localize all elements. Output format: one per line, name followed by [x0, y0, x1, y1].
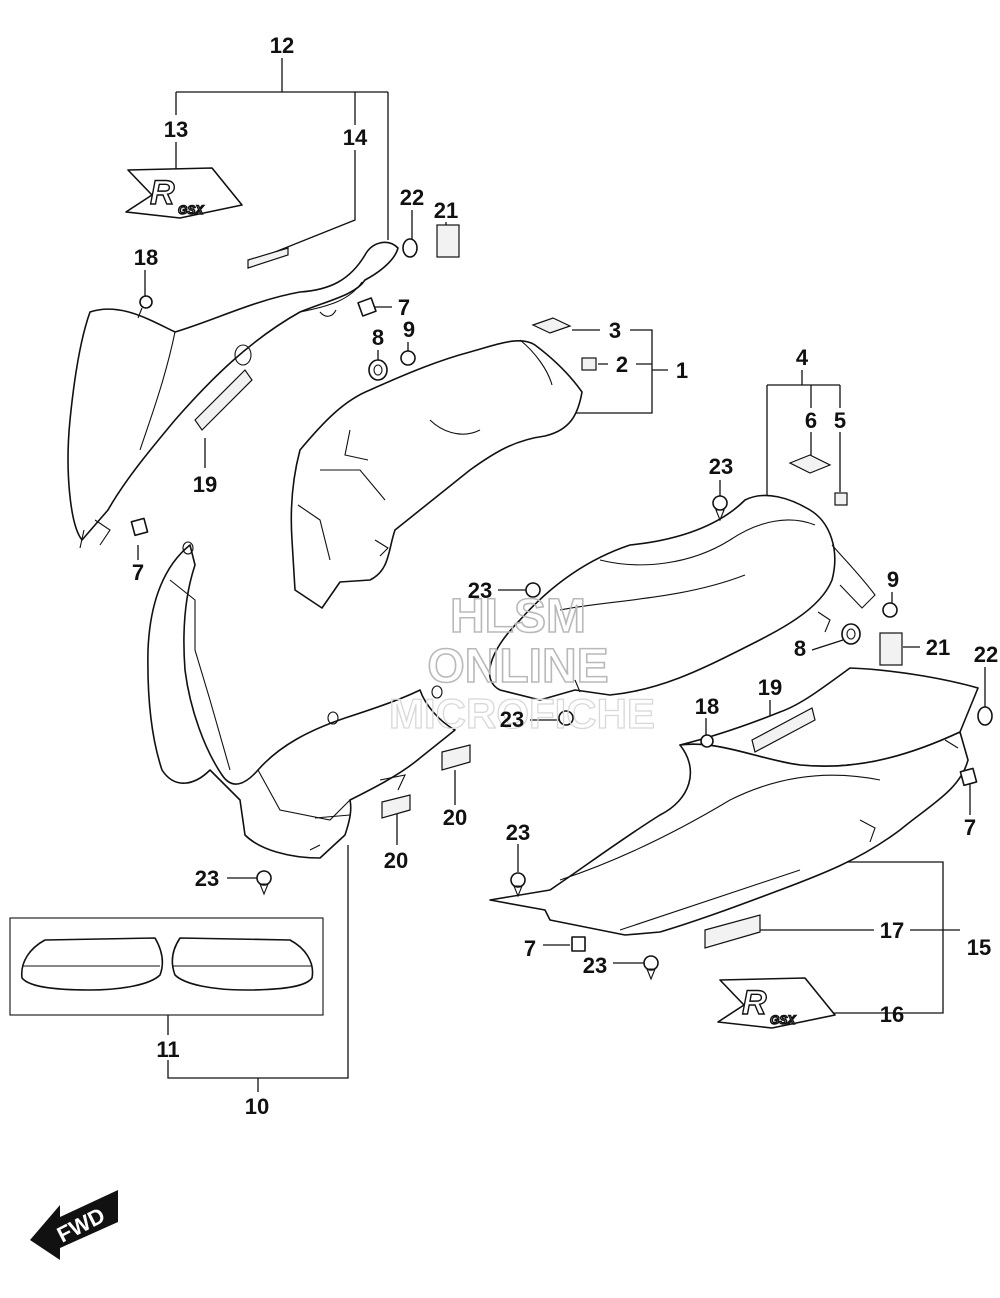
- clip-23-center-bottom: [510, 872, 526, 898]
- callout-5: 5: [834, 408, 846, 433]
- callout-3: 3: [609, 318, 621, 343]
- sticker-21-right: [879, 632, 903, 666]
- inner-panel-upper: [290, 339, 583, 609]
- callout-22-upper: 22: [400, 185, 424, 210]
- svg-text:R: R: [742, 984, 767, 1022]
- sticker-19-right: [751, 707, 816, 753]
- clip-23-center-top: [525, 582, 541, 598]
- knee-pad-right: [171, 937, 314, 991]
- sticker-6: [788, 454, 832, 474]
- callouts: 12 13 14 22 21 18 7 3 8 9 2 1 4 6 5 19 2…: [132, 33, 998, 1119]
- watermark-line-1: HLSM: [450, 590, 586, 643]
- sticker-14: [247, 247, 289, 269]
- parts: [9, 224, 993, 1016]
- callout-23-right-top: 23: [709, 454, 733, 479]
- under-cowling-left: [147, 541, 456, 859]
- callout-11: 11: [156, 1037, 179, 1062]
- callout-23-center-bottom: 23: [506, 820, 530, 845]
- callout-14: 14: [343, 125, 368, 150]
- callout-23-center: 23: [500, 707, 524, 732]
- sticker-20-right: [441, 744, 471, 771]
- grommet-8-right: [841, 623, 861, 645]
- clip-23-left-bottom: [256, 870, 272, 896]
- grommet-22-upper: [402, 238, 418, 258]
- callout-20-right: 20: [443, 805, 467, 830]
- watermark: HLSM ONLINE MICROFICHE: [388, 589, 655, 737]
- watermark-line-3: MICROFICHE: [389, 690, 655, 737]
- callout-18-right: 18: [695, 694, 719, 719]
- nut-7-left: [130, 517, 149, 537]
- callout-8-upper: 8: [372, 325, 384, 350]
- sticker-20-left: [381, 794, 411, 819]
- callout-6: 6: [805, 408, 817, 433]
- callout-2: 2: [616, 352, 628, 377]
- callout-21-upper: 21: [434, 198, 458, 223]
- nut-7-right: [959, 767, 978, 787]
- clip-23-right-top: [712, 495, 728, 522]
- callout-20-left: 20: [384, 848, 408, 873]
- bolt-9-upper: [400, 350, 416, 366]
- logo-decal-16: R GSX: [717, 977, 836, 1029]
- grommet-22-right: [977, 706, 993, 726]
- sticker-17: [704, 914, 761, 949]
- logo-decal-13: R GSX: [125, 167, 243, 219]
- inner-cover-center: [488, 494, 876, 701]
- fwd-arrow-icon: FWD: [30, 1190, 118, 1260]
- callout-16: 16: [880, 1002, 904, 1027]
- svg-text:GSX: GSX: [770, 1013, 796, 1027]
- svg-text:GSX: GSX: [178, 203, 204, 217]
- callout-7-bottom: 7: [524, 936, 536, 961]
- knee-pad-left: [20, 937, 164, 991]
- clip-23-bottom: [643, 955, 659, 981]
- callout-7-upper: 7: [398, 295, 410, 320]
- side-cowling-left-upper: [67, 241, 399, 549]
- callout-21-right: 21: [926, 635, 950, 660]
- grommet-8-upper: [368, 359, 388, 381]
- callout-1: 1: [676, 358, 688, 383]
- callout-10: 10: [245, 1094, 269, 1119]
- sticker-2: [581, 357, 597, 371]
- bolt-9-right: [882, 602, 898, 618]
- callout-7-left: 7: [132, 560, 144, 585]
- callout-9-right: 9: [887, 567, 899, 592]
- callout-17: 17: [880, 918, 904, 943]
- callout-23-center-top: 23: [468, 578, 492, 603]
- clip-23-center: [558, 710, 574, 726]
- knee-pad-box: [9, 917, 324, 1016]
- callout-4: 4: [796, 345, 809, 370]
- callout-19-right: 19: [758, 675, 782, 700]
- nut-7-bottom: [571, 936, 586, 952]
- callout-9-upper: 9: [403, 317, 415, 342]
- leader-lines: [137, 58, 986, 1092]
- callout-22-right: 22: [974, 642, 998, 667]
- callout-7-right: 7: [964, 815, 976, 840]
- callout-23-left-bottom: 23: [195, 866, 219, 891]
- sticker-3: [531, 317, 572, 334]
- sticker-21-upper: [436, 224, 460, 258]
- sticker-5: [834, 492, 848, 506]
- callout-15: 15: [967, 935, 991, 960]
- watermark-line-2: ONLINE: [427, 640, 608, 693]
- callout-8-right: 8: [794, 636, 806, 661]
- callout-13: 13: [164, 117, 188, 142]
- callout-19-left: 19: [193, 472, 217, 497]
- sticker-19-left: [194, 369, 253, 431]
- callout-12: 12: [270, 33, 294, 58]
- callout-18-left: 18: [134, 245, 158, 270]
- bolt-18-left: [137, 295, 153, 319]
- svg-text:R: R: [150, 174, 175, 212]
- bolt-18-right: [700, 734, 714, 748]
- nut-7-upper: [357, 297, 377, 317]
- callout-23-bottom: 23: [583, 953, 607, 978]
